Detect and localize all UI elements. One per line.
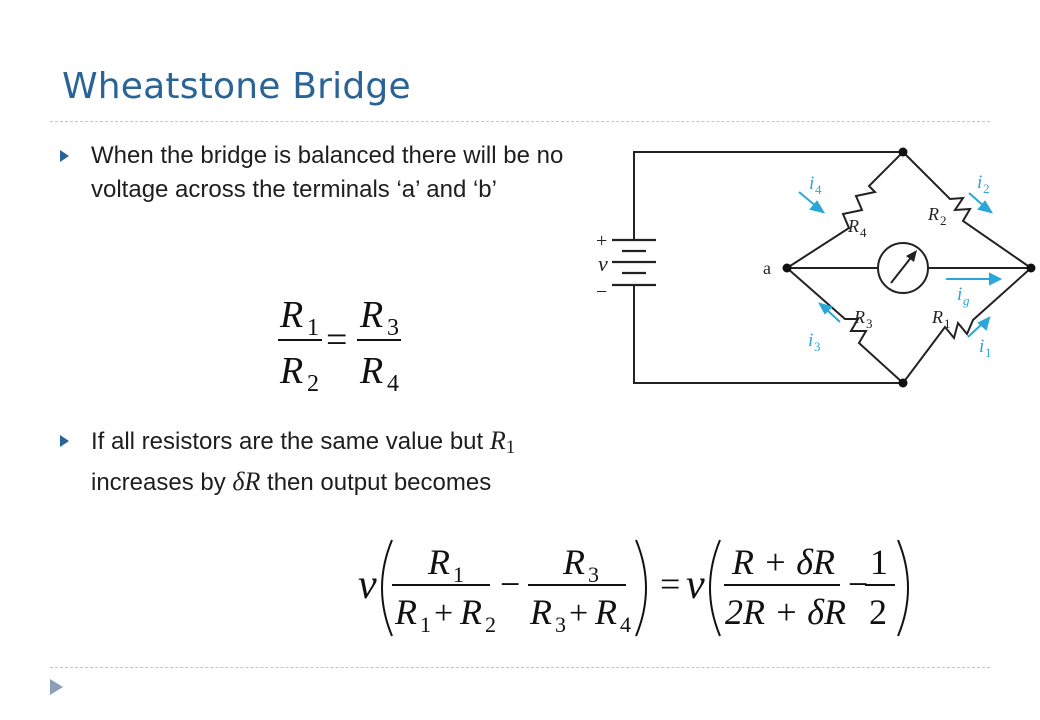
wire-r2-branch [902, 151, 1032, 269]
eq-r-den: R [594, 592, 617, 632]
arrowhead [809, 200, 826, 214]
label-sub: 4 [860, 225, 867, 240]
math-r1: R [489, 426, 506, 455]
eq-r-den: R [529, 592, 552, 632]
eq-r-num: R [562, 542, 585, 582]
title-divider [50, 121, 990, 122]
slide-title: Wheatstone Bridge [62, 66, 411, 107]
bullet-unbalanced-text: If all resistors are the same value but … [91, 424, 600, 500]
arrowhead [977, 200, 994, 214]
bullet-text-part: increases by [91, 469, 233, 496]
resistor-r4-label: R [847, 216, 859, 236]
resistor-r2-label: R [927, 204, 939, 224]
eq-r-num: R [279, 294, 303, 336]
eq-sub: 3 [387, 315, 399, 341]
current-i3-label: i [808, 330, 813, 351]
arrowhead [977, 316, 991, 331]
eq-v: v [686, 562, 705, 608]
node-bottom [898, 378, 908, 388]
label-sub: g [963, 293, 970, 308]
math-delta-r: δR [232, 467, 261, 496]
node-top [898, 147, 908, 157]
eq-sub: 4 [620, 612, 631, 637]
needle-arrowhead [906, 250, 917, 262]
eq-v: v [358, 562, 377, 608]
resistor-r1-label: R [931, 307, 943, 327]
current-i4-label: i [809, 173, 814, 194]
wire-top [633, 151, 904, 241]
eq-equals: = [660, 564, 680, 604]
math-r1-sub: 1 [505, 437, 516, 458]
eq-sub: 4 [387, 371, 399, 397]
current-ig-label: i [957, 284, 962, 305]
bullet-arrow-icon [60, 150, 69, 162]
source-plus: + [596, 230, 607, 252]
bullet-unbalanced: If all resistors are the same value but … [60, 424, 600, 500]
eq-sub: 1 [453, 562, 464, 587]
eq-sub: 1 [420, 612, 431, 637]
eq-sub: 2 [307, 371, 319, 397]
eq-sub: 3 [555, 612, 566, 637]
current-arrow-i3 [825, 308, 841, 323]
eq-frac-den: 2R + δR [725, 592, 846, 632]
label-sub: 3 [866, 316, 873, 331]
eq-minus: − [848, 564, 868, 604]
node-a-label: a [763, 258, 771, 278]
label-sub: 3 [814, 339, 821, 354]
arrowhead [989, 272, 1003, 286]
eq-minus: − [500, 564, 520, 604]
eq-r-num: R [359, 294, 383, 336]
eq-sub: 3 [588, 562, 599, 587]
source-label: v [598, 251, 608, 276]
arrowhead [817, 302, 833, 315]
wire-bottom [633, 284, 904, 384]
right-paren [635, 539, 647, 637]
node-a [782, 263, 792, 273]
label-sub: 1 [985, 345, 992, 360]
eq-plus: + [434, 595, 453, 632]
galvanometer-needle [890, 254, 914, 284]
source-minus: − [596, 281, 607, 303]
eq-r-num: R [427, 542, 450, 582]
eq-r-den: R [359, 350, 383, 392]
bullet-text-part: then output becomes [260, 469, 492, 496]
eq-r-den: R [279, 350, 303, 392]
label-sub: 4 [815, 182, 822, 197]
wire-r1-branch [902, 267, 1032, 384]
resistor-r3-label: R [853, 307, 865, 327]
bullet-balanced: When the bridge is balanced there will b… [60, 139, 600, 207]
current-i2-label: i [977, 172, 982, 193]
bullet-text-part: If all resistors are the same value but [91, 428, 490, 455]
label-sub: 2 [940, 213, 947, 228]
eq-r-den: R [394, 592, 417, 632]
eq-equals: = [326, 319, 347, 361]
eq-plus: + [569, 595, 588, 632]
eq-frac-num: R + δR [731, 542, 835, 582]
footer-divider [50, 667, 990, 668]
node-b [1026, 263, 1036, 273]
left-paren [381, 539, 393, 637]
eq-r-den: R [459, 592, 482, 632]
eq-two: 2 [869, 592, 887, 632]
current-i1-label: i [979, 336, 984, 357]
eq-sub: 2 [485, 612, 496, 637]
eq-sub: 1 [307, 315, 319, 341]
bullet-arrow-icon [60, 435, 69, 447]
label-sub: 1 [944, 316, 951, 331]
wire-r4-branch [786, 151, 904, 269]
right-paren [897, 539, 909, 637]
slide-nav-arrow-icon[interactable] [50, 679, 63, 695]
wire-r3-branch [786, 267, 904, 384]
left-paren [709, 539, 721, 637]
eq-one: 1 [870, 542, 888, 582]
label-sub: 2 [983, 181, 990, 196]
bullet-balanced-text: When the bridge is balanced there will b… [91, 142, 564, 203]
